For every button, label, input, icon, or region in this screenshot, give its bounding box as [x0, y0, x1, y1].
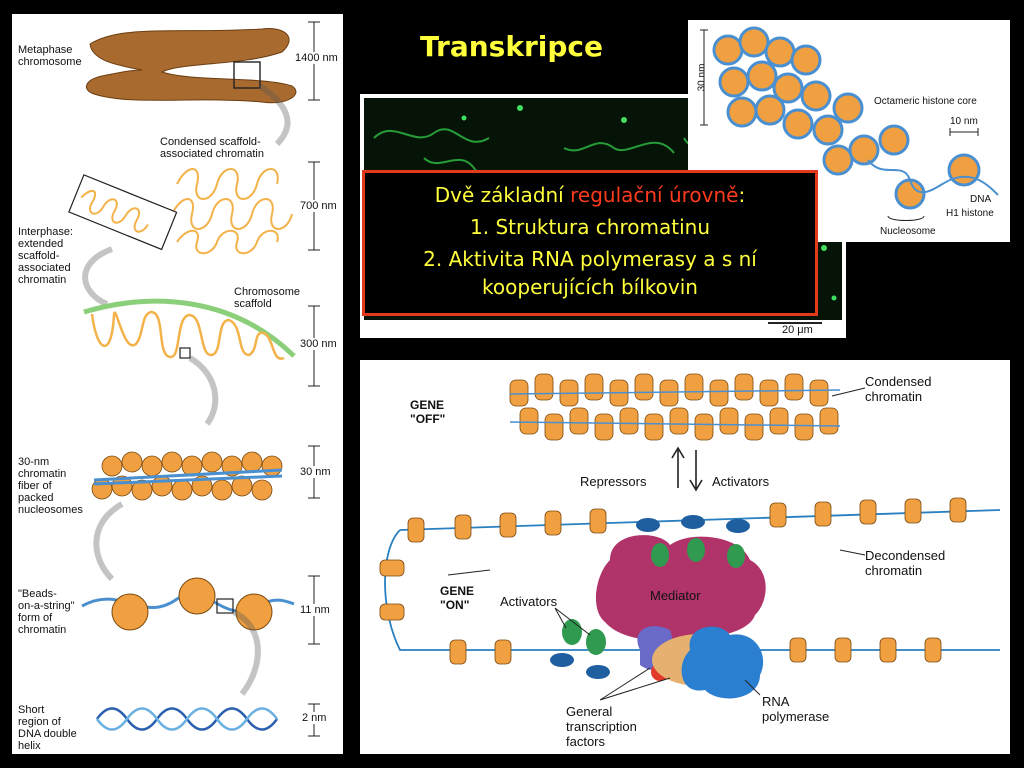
label-activators-left: Activators: [500, 594, 558, 609]
label-condensed-scaffold: Condensed scaffold- associated chromatin: [160, 136, 264, 160]
regulation-line-1: Dvě základní regulační úrovně:: [434, 183, 746, 207]
regulation-levels-box: Dvě základní regulační úrovně: 1. Strukt…: [362, 170, 818, 316]
micrograph-scalebar-line: [768, 322, 822, 324]
label-activators-top: Activators: [712, 474, 770, 489]
label-dna: DNA: [970, 194, 992, 205]
label-mediator: Mediator: [650, 588, 701, 603]
label-octameric-core: Octameric histone core: [874, 96, 977, 107]
scale-1400nm: 1400 nm: [295, 52, 338, 64]
label-30nm-fiber: 30-nm chromatin fiber of packed nucleoso…: [18, 456, 83, 516]
label-metaphase-chromosome: Metaphase chromosome: [18, 44, 82, 68]
regulation-highlight: regulační úrovně: [570, 183, 739, 207]
label-chromosome-scaffold: Chromosome scaffold: [234, 286, 301, 310]
scale-700nm: 700 nm: [300, 200, 337, 212]
label-gene-on: GENE "ON": [440, 584, 475, 612]
scale-11nm: 11 nm: [300, 604, 330, 616]
metaphase-chromosome-shape: [86, 28, 297, 104]
label-nucleosome: Nucleosome: [880, 226, 936, 237]
label-short-dna: Short region of DNA double helix: [18, 704, 77, 752]
label-decondensed-chromatin: Decondensed chromatin: [865, 548, 946, 578]
label-beads-on-string: "Beads- on-a-string" form of chromatin: [18, 588, 75, 636]
fiber-30nm-shape: [91, 451, 283, 501]
regulation-line-2: 1. Struktura chromatinu: [470, 215, 710, 239]
label-h1-histone: H1 histone: [946, 208, 994, 219]
gene-regulation-illustration: [379, 373, 1001, 701]
rna-polymerase-shape: [681, 626, 764, 699]
label-gene-off: GENE "OFF": [410, 398, 446, 426]
label-general-tf: General transcription factors: [566, 704, 637, 749]
scale-300nm: 300 nm: [300, 338, 337, 350]
label-interphase: Interphase: extended scaffold- associate…: [18, 226, 74, 286]
regulation-line-3: 2. Aktivita RNA polymerasy a s ní kooper…: [423, 247, 757, 299]
scale-2nm: 2 nm: [302, 712, 327, 724]
micrograph-scalebar-label: 20 μm: [782, 324, 813, 336]
label-rna-polymerase: RNA polymerase: [762, 694, 830, 724]
scale-30nm: 30 nm: [300, 466, 331, 478]
label-repressors: Repressors: [580, 474, 647, 489]
chromatin-levels-illustration: [68, 21, 320, 737]
label-10nm: 10 nm: [950, 116, 978, 127]
nucleosome-illustration: [700, 26, 999, 221]
slide-title: Transkripce: [420, 30, 603, 63]
label-condensed-chromatin: Condensed chromatin: [865, 374, 932, 404]
axis-30nm-label: 30 nm: [696, 63, 708, 92]
gene-regulation-panel: GENE "OFF" GENE "ON" Condensed chromatin…: [360, 360, 1010, 754]
chromatin-levels-panel: Metaphase chromosome Condensed scaffold-…: [12, 14, 343, 754]
mediator-shape: [595, 535, 766, 641]
